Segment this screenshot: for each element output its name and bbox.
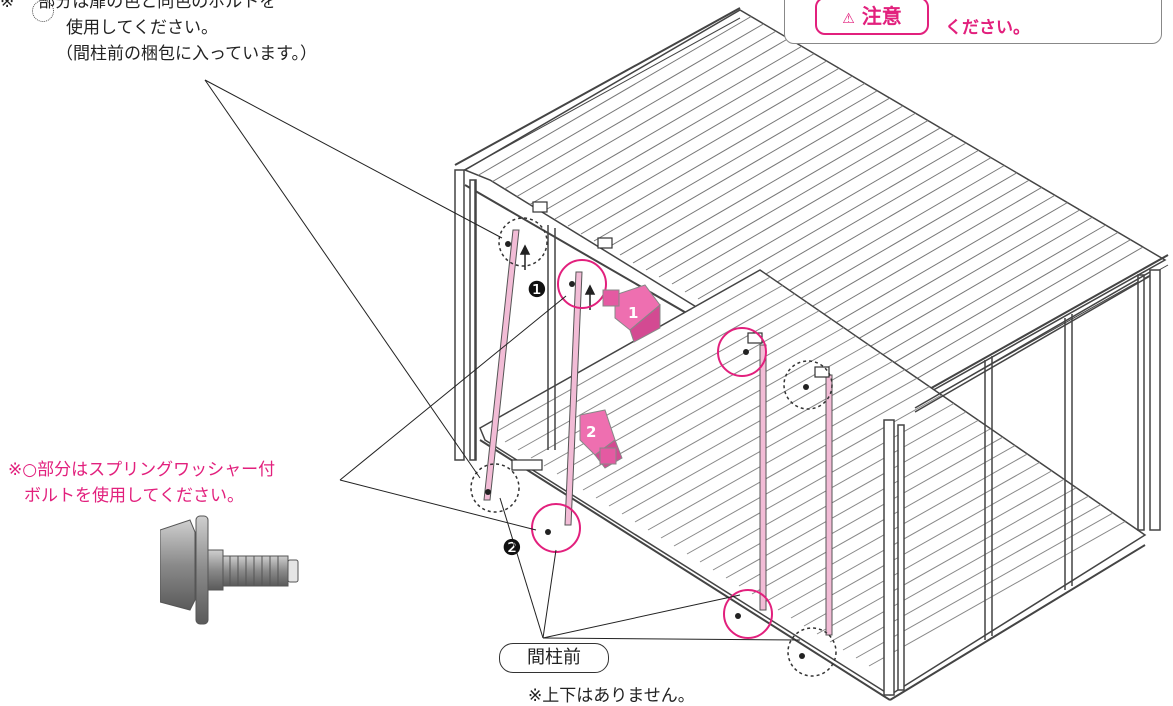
warning-icon: ⚠ [842,11,855,27]
dotted-circle-icon [32,0,55,22]
spring-washer-bolt-icon [160,515,299,625]
no-orientation-note: ※上下はありません。 [528,686,695,706]
top-note-line-3: （間柱前の梱包に入っています。） [56,44,317,64]
pillar-hint-block-2 [579,409,623,469]
warning-badge-label: 注意 [861,4,902,28]
spring-washer-note-line-1: ※○部分はスプリングワッシャー付 [8,460,276,480]
block-number-2: 2 [586,423,597,441]
warning-badge: ⚠ 注意 [815,0,929,35]
warning-text: ください。 [945,18,1030,38]
pillar-hint-block-1 [602,284,661,343]
frame-posts [454,169,1161,696]
bracket-fittings [511,201,830,471]
dotted-bolt-markers [470,217,837,677]
block-number-1: 1 [628,304,639,322]
floor-deck [479,269,1147,701]
bolt-dots [485,241,809,659]
leader-lines [204,79,801,641]
pillar-label: 間柱前 [499,643,609,673]
spring-washer-note-line-2: ボルトを使用してください。 [24,486,244,506]
step-2-marker: ❷ [502,536,522,561]
top-note-line-1: ※部分は扉の色と同色のボルトを [0,0,276,22]
middle-pillars [483,229,833,636]
note-asterisk: ※ [0,0,15,12]
warning-box: ⚠ 注意 ください。 [784,0,1162,44]
step-1-marker: ❶ [527,278,547,303]
top-note-line-2: 使用してください。 [66,18,218,38]
